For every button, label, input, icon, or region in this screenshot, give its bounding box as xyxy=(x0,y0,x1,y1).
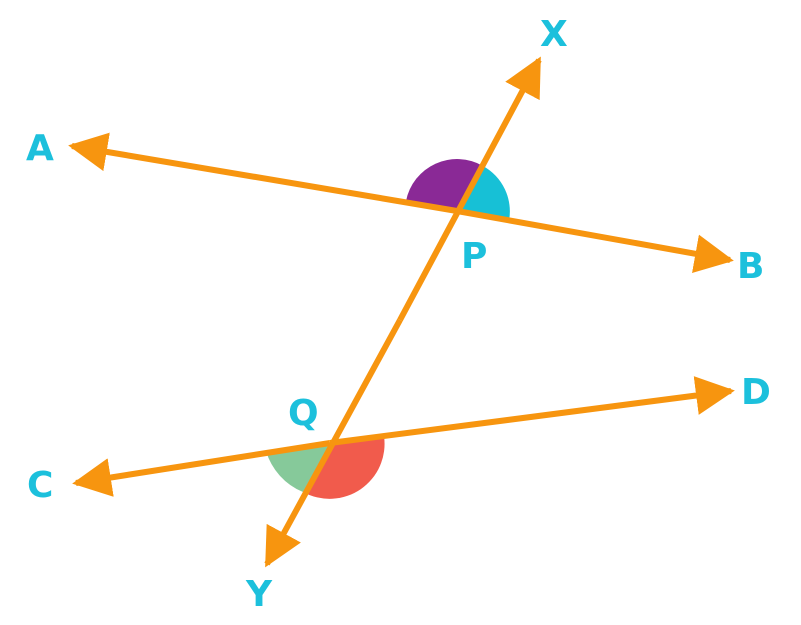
transversal-xy-upper xyxy=(397,56,542,322)
transversal-xy-lower xyxy=(264,318,403,568)
line-cd-right xyxy=(329,376,735,446)
line-ab-right xyxy=(456,208,734,273)
label-c: C xyxy=(27,465,53,506)
label-d: D xyxy=(741,372,771,413)
angle-upper-right-p xyxy=(457,166,510,221)
angle-lower-right-q xyxy=(303,436,385,499)
label-x: X xyxy=(540,14,568,55)
angle-lower-left-q xyxy=(266,443,330,492)
label-a: A xyxy=(26,128,54,169)
label-p: P xyxy=(461,236,487,277)
label-b: B xyxy=(737,246,764,287)
label-q: Q xyxy=(288,393,319,434)
label-y: Y xyxy=(245,574,273,615)
line-cd xyxy=(72,440,331,497)
line-ab xyxy=(68,132,458,214)
